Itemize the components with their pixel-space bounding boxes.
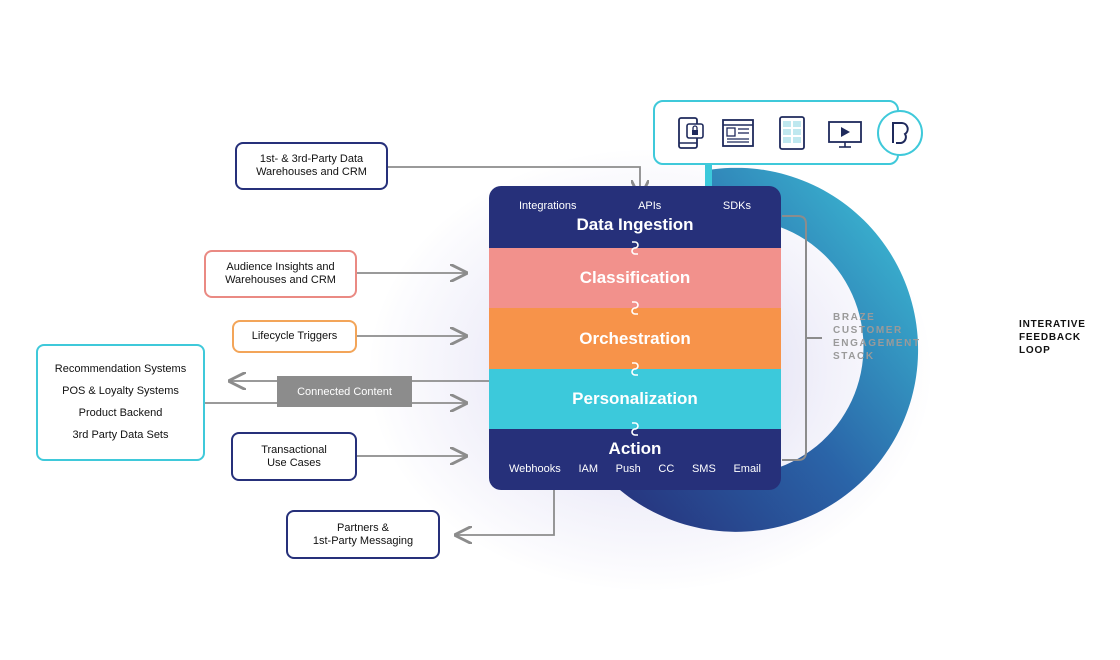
- channel-devices-bar: [653, 100, 899, 165]
- braze-logo-icon: [892, 122, 909, 144]
- web-page-icon: [722, 119, 754, 147]
- link-icon: [631, 301, 639, 315]
- external-system-item: Recommendation Systems: [54, 363, 187, 375]
- label-line: FEEDBACK: [1019, 332, 1081, 343]
- mobile-lock-icon: [678, 117, 704, 149]
- box-line: Lifecycle Triggers: [251, 330, 338, 342]
- sublabel-webhooks: Webhooks: [509, 463, 561, 475]
- layer-action: Action Webhooks IAM Push CC SMS Email: [489, 429, 781, 490]
- layer-title: Action: [608, 438, 662, 458]
- label-line: STACK: [833, 351, 875, 362]
- transactional-box: Transactional Use Cases: [231, 432, 357, 481]
- layer-classification: Classification: [489, 248, 781, 308]
- sublabel-sms: SMS: [691, 463, 716, 475]
- sublabel-apis: APIs: [638, 200, 662, 212]
- layer-data-ingestion: Integrations APIs SDKs Data Ingestion: [489, 186, 781, 248]
- lifecycle-triggers-box: Lifecycle Triggers: [232, 320, 357, 353]
- box-line: Warehouses and CRM: [225, 274, 336, 286]
- label-line: CUSTOMER: [833, 325, 903, 336]
- layer-personalization: Personalization: [489, 369, 781, 429]
- label-line: BRAZE: [833, 312, 876, 323]
- action-sublabels: Webhooks IAM Push CC SMS Email: [489, 463, 781, 475]
- feedback-loop-label: INTERATIVE FEEDBACK LOOP: [1019, 318, 1086, 357]
- braze-logo-badge: [877, 110, 923, 156]
- braze-stack-label: BRAZE CUSTOMER ENGAGEMENT STACK: [833, 311, 921, 363]
- external-systems-box: Recommendation Systems POS & Loyalty Sys…: [36, 344, 205, 461]
- box-line: Warehouses and CRM: [256, 166, 367, 178]
- box-line: Use Cases: [267, 456, 321, 469]
- box-line: Audience Insights and: [226, 261, 335, 273]
- box-line: Transactional: [261, 443, 327, 456]
- link-icon: [631, 422, 639, 436]
- stack-bracket: [782, 215, 807, 461]
- layer-title: Data Ingestion: [576, 215, 694, 234]
- external-system-item: 3rd Party Data Sets: [72, 429, 169, 441]
- sublabel-integrations: Integrations: [519, 200, 577, 212]
- desktop-video-icon: [828, 121, 862, 148]
- link-icon: [631, 362, 639, 376]
- external-system-item: POS & Loyalty Systems: [62, 385, 179, 397]
- partners-messaging-box: Partners & 1st-Party Messaging: [286, 510, 440, 559]
- connected-content-label: Connected Content: [277, 376, 412, 407]
- sublabel-email: Email: [733, 463, 761, 475]
- layer-title: Personalization: [572, 389, 698, 408]
- sublabel-cc: CC: [658, 463, 675, 475]
- layer-title: Classification: [579, 268, 691, 287]
- audience-insights-box: Audience Insights and Warehouses and CRM: [204, 250, 357, 298]
- box-line: 1st-Party Messaging: [312, 534, 414, 547]
- box-line: Partners &: [337, 521, 389, 534]
- feedback-loop-ring: [620, 167, 919, 532]
- sublabel-iam: IAM: [578, 463, 598, 475]
- label-line: INTERATIVE: [1019, 319, 1086, 330]
- engagement-stack: Integrations APIs SDKs Data Ingestion Cl…: [489, 186, 781, 490]
- sublabel-sdks: SDKs: [722, 200, 751, 212]
- layer-orchestration: Orchestration: [489, 308, 781, 369]
- box-line: 1st- & 3rd-Party Data: [259, 153, 364, 165]
- link-icon: [631, 241, 639, 255]
- label-line: ENGAGEMENT: [833, 338, 921, 349]
- sublabel-push: Push: [615, 463, 641, 475]
- tablet-grid-icon: [779, 116, 805, 150]
- ingestion-sublabels: Integrations APIs SDKs: [489, 200, 781, 212]
- warehouses-crm-box: 1st- & 3rd-Party Data Warehouses and CRM: [235, 142, 388, 190]
- label-line: LOOP: [1019, 345, 1051, 356]
- layer-title: Orchestration: [579, 328, 691, 348]
- external-system-item: Product Backend: [78, 407, 163, 419]
